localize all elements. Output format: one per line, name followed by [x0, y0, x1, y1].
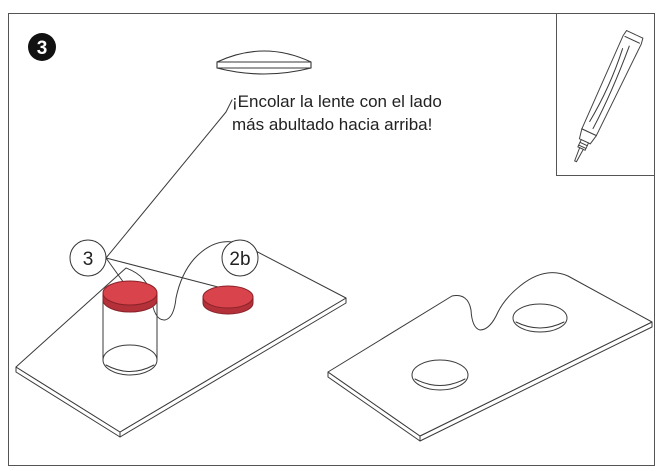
step-badge: 3: [28, 33, 56, 61]
callout-2b: 2b: [221, 239, 259, 277]
callout-3: 3: [69, 239, 107, 277]
instruction-line-2: más abultado hacia arriba!: [232, 115, 432, 134]
right-plate: [327, 272, 653, 442]
glue-tube-icon: [574, 29, 644, 163]
lens-2b: [202, 285, 254, 315]
leader-line-2b: [105, 257, 219, 288]
instruction-note: ¡Encolar la lente con el lado más abulta…: [232, 92, 442, 134]
leader-line-3: [105, 257, 125, 284]
hole-left: [411, 359, 469, 391]
lens-3: [102, 280, 158, 313]
leader-line-note: [105, 99, 233, 259]
hole-right: [512, 303, 568, 333]
left-plate: [15, 241, 347, 438]
callout-2b-label: 2b: [229, 249, 250, 270]
convex-lens-icon: [216, 50, 312, 75]
callout-3-label: 3: [83, 249, 94, 270]
tool-inset: [556, 13, 655, 176]
instruction-line-1: ¡Encolar la lente con el lado: [232, 92, 442, 111]
step-number: 3: [37, 38, 48, 59]
